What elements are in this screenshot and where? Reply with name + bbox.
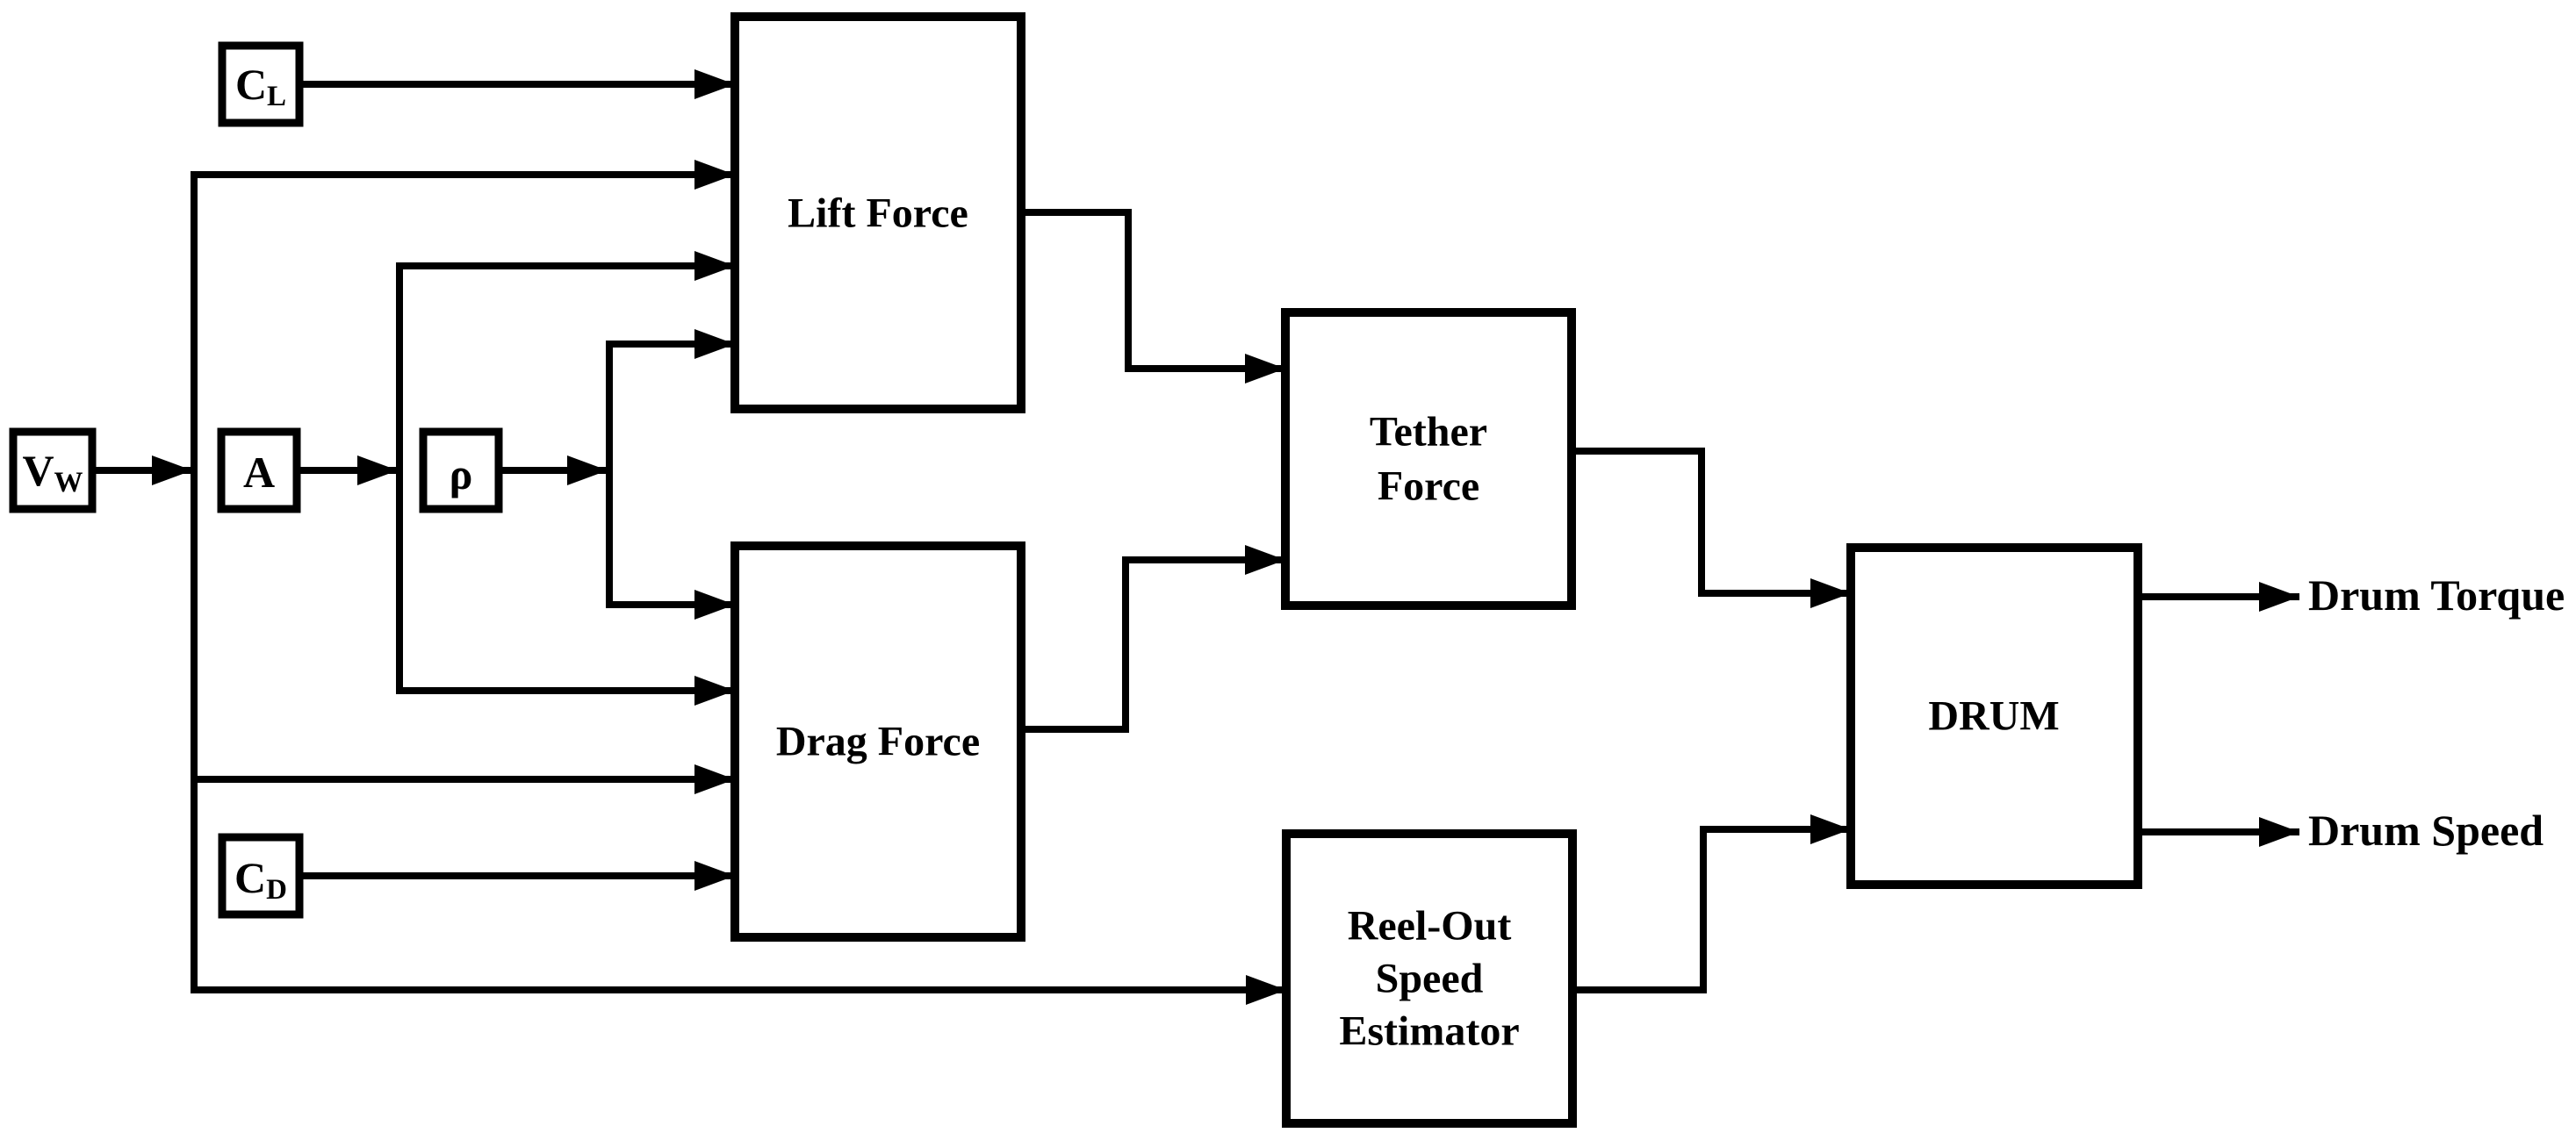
- block-drum: [1846, 543, 2142, 889]
- label-tether-line2: Force: [1378, 463, 1479, 510]
- label-drum-speed: Drum Speed: [2308, 806, 2544, 855]
- block-tether-force: [1281, 308, 1576, 610]
- label-cd-sub: D: [266, 874, 287, 906]
- wire-drag-to-tether: [1021, 545, 1285, 733]
- label-vw-sub: W: [54, 467, 83, 498]
- label-area: A: [243, 448, 275, 497]
- block-drag-force: [730, 541, 1025, 942]
- block-rho: [419, 427, 503, 513]
- block-cl: [218, 41, 304, 127]
- label-rho: ρ: [450, 449, 473, 498]
- label-vw: VW: [22, 446, 83, 498]
- block-reelout-speed-estimator: [1282, 829, 1577, 1128]
- label-rho-main: ρ: [450, 449, 473, 498]
- label-cd: CD: [234, 853, 287, 906]
- label-lift-force: Lift Force: [788, 190, 968, 237]
- wire-tether-to-drum: [1572, 448, 1851, 608]
- block-vw: [9, 427, 97, 513]
- wire-lift-to-tether: [1021, 209, 1285, 384]
- block-area: [217, 427, 301, 513]
- label-drag-force: Drag Force: [776, 719, 980, 765]
- label-area-main: A: [243, 448, 275, 497]
- label-drum: DRUM: [1928, 693, 2059, 740]
- wire-reelout-to-drum: [1572, 814, 1851, 993]
- block-lift-force: [730, 12, 1025, 413]
- label-cl: CL: [235, 60, 286, 112]
- label-reelout-line1: Reel-Out: [1348, 903, 1512, 950]
- label-tether-line1: Tether: [1370, 409, 1487, 455]
- label-reelout-line2: Speed: [1376, 956, 1484, 1002]
- label-drum-torque: Drum Torque: [2308, 570, 2565, 620]
- label-vw-main: V: [22, 446, 54, 495]
- label-cd-main: C: [234, 853, 266, 902]
- label-cl-main: C: [235, 60, 267, 109]
- label-reelout-line3: Estimator: [1339, 1008, 1519, 1055]
- block-cd: [218, 833, 304, 919]
- label-cl-sub: L: [267, 81, 286, 112]
